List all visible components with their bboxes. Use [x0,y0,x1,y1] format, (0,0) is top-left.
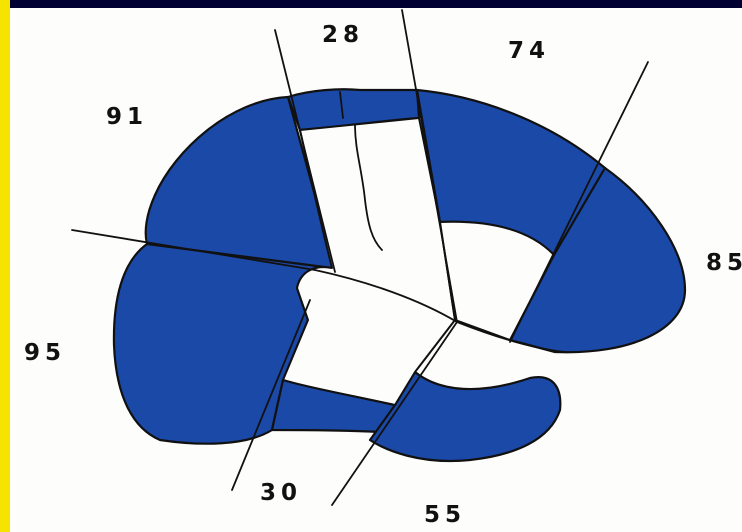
label-55: 55 [424,502,466,528]
label-91: 91 [106,104,148,130]
label-95: 95 [24,340,66,366]
label-28: 28 [322,22,364,48]
label-30: 30 [260,480,302,506]
label-85: 85 [706,250,742,276]
label-74: 74 [508,38,550,64]
diagram-canvas [10,0,742,532]
